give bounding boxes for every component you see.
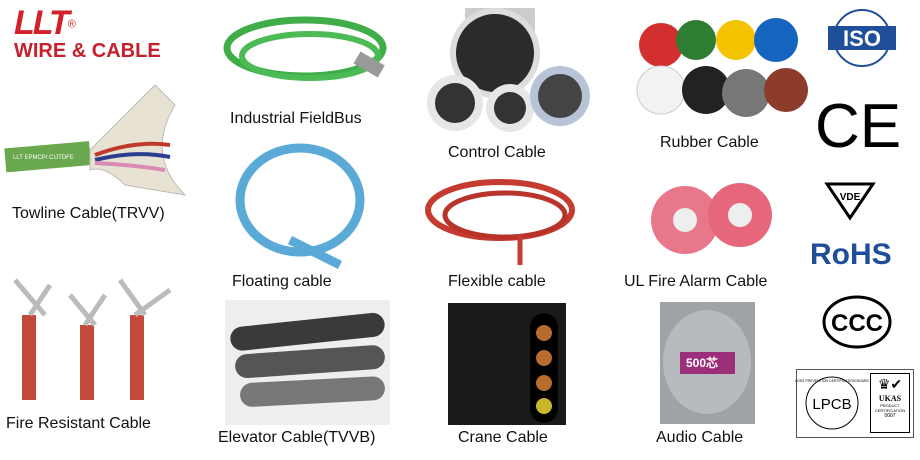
vde-mark-icon: VDE: [824, 182, 876, 221]
product-label-audio: Audio Cable: [656, 429, 744, 446]
ukas-code: 0007: [884, 413, 896, 419]
svg-text:CCC: CCC: [831, 310, 883, 337]
lpcb-logo-icon: LPCB LOSS PREVENTION CERTIFICATION BOARD: [795, 376, 869, 430]
brand-logo: LLT®: [14, 4, 76, 43]
flexible-cable-image: [425, 179, 575, 265]
elevator-cable-image: [225, 300, 390, 425]
svg-text:LOSS PREVENTION CERTIFICATION: LOSS PREVENTION CERTIFICATION BOARD: [795, 379, 869, 383]
ukas-logo-icon: ♛✔ UKAS PRODUCT CERTIFICATION 0007: [870, 373, 910, 433]
product-label-elevator: Elevator Cable(TVVB): [218, 429, 376, 446]
ukas-text: UKAS: [878, 394, 902, 403]
logo-mark: LLT: [14, 4, 70, 42]
svg-text:LPCB: LPCB: [812, 396, 851, 413]
product-label-flexible: Flexible cable: [448, 273, 546, 290]
audio-box-text: 500芯: [686, 356, 719, 370]
ce-mark-icon: CE: [815, 92, 901, 161]
product-label-crane: Crane Cable: [458, 429, 548, 446]
crown-tick-icon: ♛✔: [877, 376, 903, 392]
audio-cable-image: [660, 302, 755, 424]
ul-fire-alarm-cable-image: [651, 183, 772, 254]
lpcb-ukas-certificate: LPCB LOSS PREVENTION CERTIFICATION BOARD…: [795, 369, 914, 438]
product-label-towline: Towline Cable(TRVV): [12, 205, 165, 222]
svg-text:CE: CE: [815, 92, 901, 161]
towline-cable-image: LLT EPMCP/ CIJTDFE: [4, 84, 187, 196]
registered-mark: ®: [67, 18, 76, 31]
rubber-cable-image: [636, 18, 808, 117]
product-label-fieldbus: Industrial FieldBus: [230, 110, 362, 127]
ukas-sub: PRODUCT CERTIFICATION: [874, 403, 906, 413]
logo-tagline: WIRE & CABLE: [14, 40, 161, 62]
product-label-ul-fire-alarm: UL Fire Alarm Cable: [624, 273, 768, 290]
product-label-rubber: Rubber Cable: [660, 134, 759, 151]
iso-logo-icon: ISO: [828, 9, 896, 67]
fieldbus-cable-image: [223, 16, 387, 81]
fire-resistant-cable-image: [13, 278, 172, 400]
svg-text:VDE: VDE: [840, 192, 861, 203]
product-label-control: Control Cable: [448, 144, 546, 161]
floating-cable-image: [235, 143, 365, 270]
crane-cable-image: [448, 303, 566, 425]
product-label-floating: Floating cable: [232, 273, 332, 290]
svg-text:ISO: ISO: [843, 26, 881, 51]
ccc-mark-icon: CCC: [822, 295, 892, 349]
svg-text:LLT EPMCP/ CIJTDFE: LLT EPMCP/ CIJTDFE: [13, 155, 74, 161]
product-label-fire-resistant: Fire Resistant Cable: [6, 415, 151, 432]
rohs-logo-icon: RoHS: [810, 238, 892, 271]
control-cable-image: [427, 8, 590, 132]
